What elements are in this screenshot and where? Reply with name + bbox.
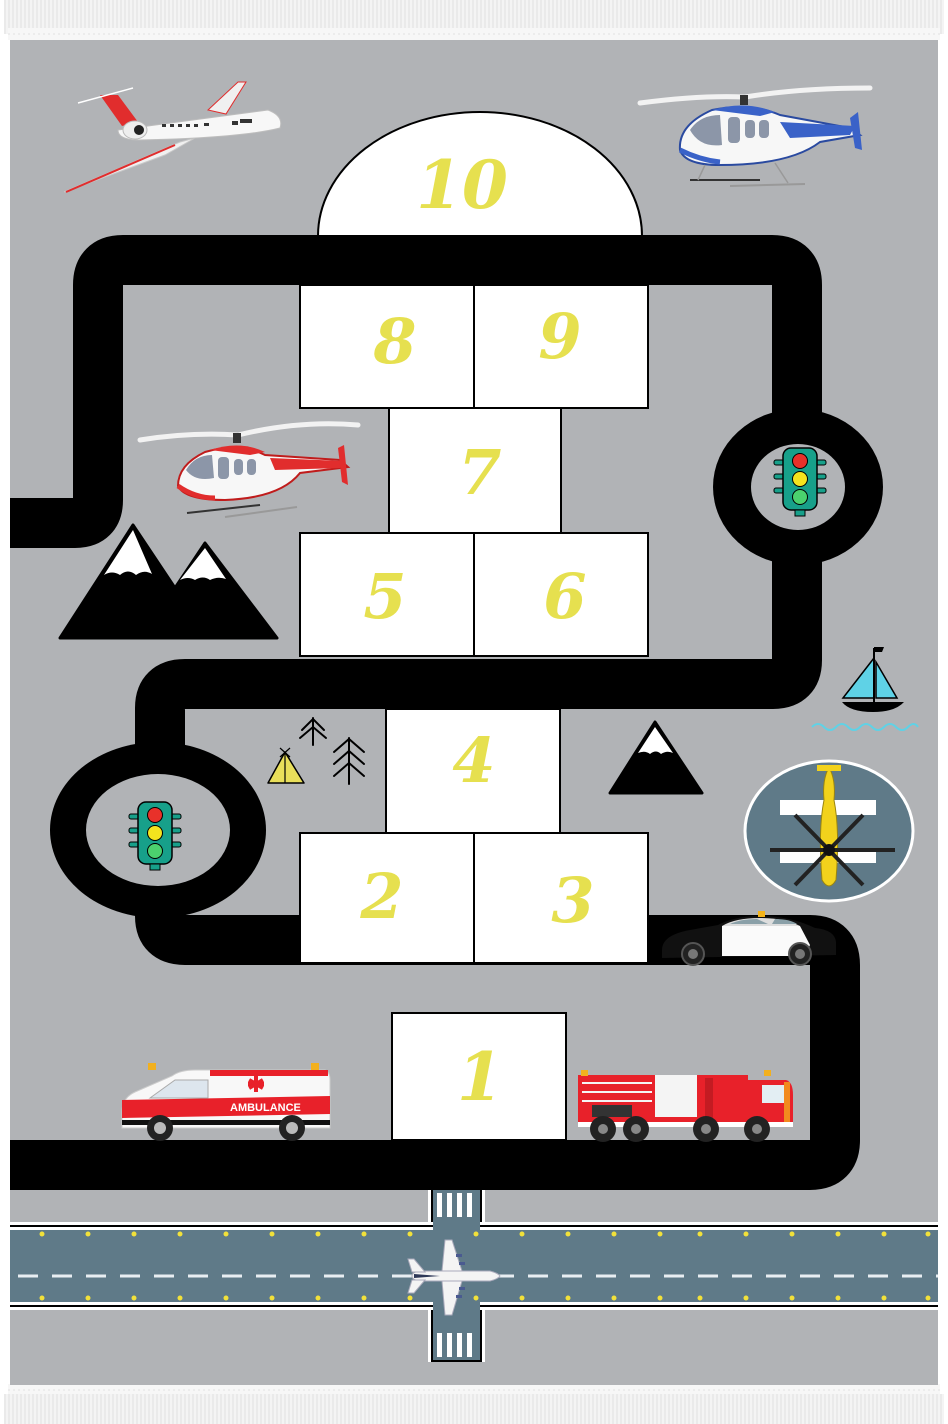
pine-tree-icon: [299, 717, 327, 746]
hopscotch-square-2[interactable]: [299, 832, 475, 964]
hopscotch-square-4[interactable]: [385, 708, 561, 834]
traffic-light-icon: [128, 801, 182, 871]
fire-truck-icon[interactable]: [578, 1070, 793, 1142]
top-fringe: [4, 0, 944, 40]
tent-icon: [267, 747, 305, 784]
hopscotch-square-3[interactable]: [473, 832, 649, 964]
hopscotch-square-5[interactable]: [299, 532, 475, 657]
number-5: 5: [363, 560, 406, 633]
hopscotch-grid: [299, 284, 649, 1141]
number-4: 4: [452, 724, 495, 797]
number-6: 6: [543, 560, 586, 633]
hopscotch-square-9[interactable]: [473, 284, 649, 409]
hopscotch-square-6[interactable]: [473, 532, 649, 657]
mountains-icon: [58, 523, 279, 640]
number-3: 3: [551, 864, 594, 937]
jet-plane-icon[interactable]: [63, 81, 282, 193]
pine-tree-icon: [333, 737, 365, 785]
bottom-fringe: [4, 1384, 944, 1424]
airliner-icon[interactable]: [407, 1239, 501, 1316]
hopscotch-square-10[interactable]: [316, 111, 644, 237]
number-10: 10: [416, 146, 508, 224]
ambulance-label: AMBULANCE: [230, 1102, 301, 1114]
sailboat-icon: [811, 647, 919, 731]
hopscotch-square-8[interactable]: [299, 284, 475, 409]
police-car-icon[interactable]: [662, 911, 836, 966]
number-8: 8: [372, 305, 416, 378]
number-2: 2: [359, 860, 403, 933]
hopscotch-square-1[interactable]: [391, 1012, 567, 1141]
number-7: 7: [458, 436, 501, 509]
blue-helicopter-icon[interactable]: [637, 85, 873, 187]
mountain-icon: [608, 720, 704, 795]
helipad-icon[interactable]: [743, 759, 915, 903]
red-helicopter-icon[interactable]: [137, 421, 361, 518]
ambulance-icon[interactable]: AMBULANCE: [121, 1063, 331, 1141]
number-9: 9: [538, 300, 581, 373]
hopscotch-numbers: 10 8 9 7 5 6 4 2 3 1: [359, 146, 594, 1116]
number-1: 1: [457, 1038, 503, 1116]
traffic-light-icon: [773, 447, 827, 517]
